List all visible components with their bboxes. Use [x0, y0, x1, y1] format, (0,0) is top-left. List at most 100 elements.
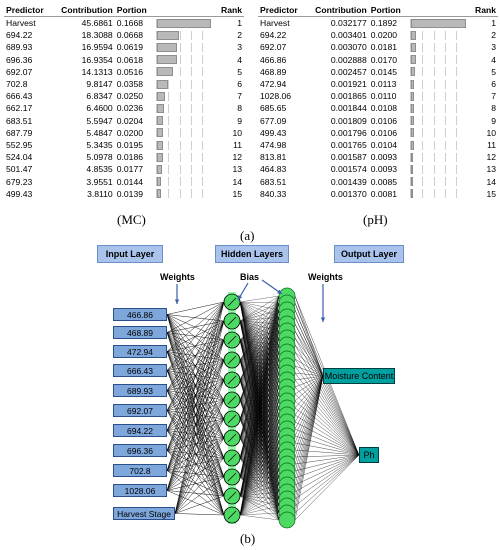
- weight-edge: [294, 330, 360, 456]
- weight-edge: [239, 295, 280, 361]
- weight-edge: [166, 301, 225, 371]
- portion-bar-track: [409, 30, 467, 40]
- portion-bar-track: [409, 43, 467, 52]
- rank-cell: 11: [233, 140, 242, 151]
- portion-cell: 0.0204: [116, 115, 144, 126]
- contribution-cell: 3.8110: [87, 188, 113, 199]
- weight-edge: [239, 470, 280, 516]
- weight-edge: [166, 490, 225, 516]
- predictor-cell: 702.8: [6, 79, 28, 90]
- portion-bar: [410, 128, 414, 138]
- portion-bar-track: [155, 165, 213, 175]
- weight-edge: [294, 365, 324, 377]
- weight-edge: [166, 410, 225, 478]
- input-layer-label: Input Layer: [97, 245, 163, 263]
- table-header-row: Predictor Contribution Portion Rank: [4, 4, 244, 17]
- weight-edge: [239, 491, 280, 516]
- portion-cell: 0.1892: [370, 18, 398, 28]
- weight-edge: [239, 344, 280, 401]
- weight-edge: [294, 372, 360, 456]
- weight-edge: [294, 379, 360, 456]
- weight-edge: [166, 430, 225, 516]
- weight-edge: [294, 375, 324, 507]
- portion-bar-track: [409, 116, 467, 126]
- weight-edge: [239, 379, 280, 472]
- weights-label-output: Weights: [308, 272, 343, 282]
- contribution-cell: 0.001765: [330, 140, 367, 151]
- weight-edge: [239, 514, 280, 521]
- portion-cell: 0.1668: [116, 18, 144, 28]
- input-node: 694.22: [113, 424, 167, 437]
- predictor-cell: 683.51: [260, 176, 287, 187]
- portion-bar: [156, 55, 177, 65]
- portion-cell: 0.0186: [116, 152, 144, 163]
- portion-bar-cell: [408, 151, 470, 163]
- weight-edge: [166, 390, 225, 516]
- weight-edge: [166, 450, 225, 516]
- predictor-cell: 524.04: [6, 152, 33, 163]
- weight-edge: [294, 330, 324, 377]
- weight-edge: [239, 337, 280, 381]
- bias-label: Bias: [240, 272, 260, 282]
- col-portion-header: Portion: [114, 4, 154, 17]
- weight-edge: [239, 393, 280, 516]
- portion-bar: [410, 177, 413, 187]
- col-bar-header: [407, 4, 470, 17]
- portion-bar-cell: [408, 17, 470, 30]
- weight-edge: [166, 437, 225, 491]
- weight-edge: [239, 337, 280, 401]
- portion-bar-cell: [408, 115, 470, 127]
- portion-cell: 0.0081: [370, 188, 398, 199]
- weight-edge: [294, 372, 324, 377]
- weight-edge: [294, 337, 324, 377]
- portion-bar-cell: [154, 17, 216, 30]
- ph-contribution-table: Predictor Contribution Portion Rank Harv…: [258, 4, 498, 200]
- portion-cell: 0.0200: [370, 30, 398, 41]
- weight-edge: [294, 375, 324, 465]
- weight-edge: [239, 301, 280, 325]
- rank-cell: 2: [491, 30, 496, 41]
- rank-cell: 5: [491, 66, 496, 77]
- weight-edge: [239, 295, 280, 439]
- weight-edge: [239, 301, 280, 304]
- weight-edge: [239, 358, 280, 439]
- portion-bar-cell: [154, 127, 216, 139]
- weight-edge: [166, 370, 225, 439]
- table-header-row: Predictor Contribution Portion Rank: [258, 4, 498, 17]
- rank-cell: 10: [232, 127, 242, 138]
- weight-edge: [166, 314, 225, 361]
- input-node: 689.93: [113, 384, 167, 397]
- weight-edge: [174, 399, 225, 514]
- weight-edge: [294, 365, 360, 456]
- weight-edge: [166, 379, 225, 491]
- rank-cell: 14: [486, 176, 496, 187]
- weight-edge: [174, 457, 225, 514]
- contribution-cell: 0.001865: [330, 91, 367, 102]
- weight-edge: [294, 323, 324, 377]
- portion-bar-track: [155, 189, 213, 199]
- weight-edge: [239, 295, 280, 322]
- weight-edge: [239, 344, 280, 420]
- portion-bar-track: [155, 67, 213, 77]
- weight-edge: [294, 344, 360, 456]
- weight-edge: [166, 339, 225, 371]
- weight-edge: [174, 437, 225, 514]
- weight-edge: [166, 320, 225, 391]
- weight-edge: [166, 301, 225, 491]
- weight-edge: [166, 301, 225, 431]
- predictor-cell: Harvest: [260, 18, 290, 28]
- weight-edge: [174, 495, 225, 514]
- node-activation-mark: [227, 510, 237, 520]
- weight-edge: [294, 454, 360, 514]
- weight-edge: [239, 407, 280, 516]
- portion-bar: [156, 30, 179, 40]
- weight-edge: [166, 339, 225, 411]
- portion-cell: 0.0177: [116, 164, 144, 175]
- portion-bar: [410, 43, 416, 52]
